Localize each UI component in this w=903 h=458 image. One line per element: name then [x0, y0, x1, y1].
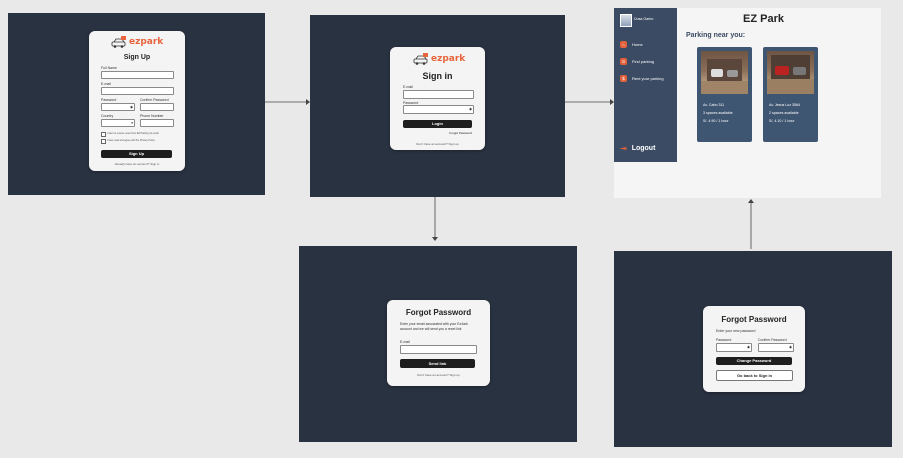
eye-icon[interactable]: ◉	[468, 107, 472, 111]
password-label: Password	[403, 101, 419, 105]
news-checkbox-label: I want to receive news from EZ Parking v…	[107, 132, 159, 135]
login-button[interactable]: Login	[403, 120, 472, 128]
arrow-reset-to-dashboard	[748, 199, 754, 249]
parking-photo	[767, 51, 814, 94]
reset-subtitle: Enter your new password	[716, 329, 756, 333]
privacy-checkbox[interactable]	[101, 139, 106, 144]
forgot-card: Forgot Password Enter your email associa…	[387, 300, 490, 386]
eye-icon[interactable]: ◉	[788, 345, 792, 349]
confirm-password-label: Confirm Password	[758, 338, 787, 342]
brand-name: ezpark	[129, 37, 164, 47]
parking-spaces: 3 spaces available	[703, 111, 733, 115]
country-label: Country	[101, 114, 114, 118]
confirm-password-label: Confirm Password	[140, 98, 169, 102]
reset-frame: Forgot Password Enter your new password …	[614, 251, 892, 447]
signup-card: ezpark Sign Up Full Name E-mail Password…	[89, 31, 185, 171]
password-label: Password	[716, 338, 732, 342]
location-pin-icon: ⊙	[620, 58, 627, 65]
page-title: Sign in	[422, 71, 453, 81]
arrow-signin-to-dashboard	[565, 99, 614, 105]
country-select[interactable]: ▾	[101, 119, 135, 127]
signin-card: ezpark Sign in E-mail Password ◉ Login F…	[390, 47, 485, 150]
back-to-signin-button[interactable]: Go back to Sign in	[716, 370, 793, 381]
sidebar-item-label: Find parking	[632, 59, 655, 64]
full-name-input[interactable]	[101, 71, 174, 79]
car-logo-icon	[413, 53, 429, 65]
parking-spaces: 2 spaces available	[769, 111, 799, 115]
section-heading: Parking near you:	[686, 32, 746, 39]
page-title: Forgot Password	[721, 315, 787, 324]
page-title: Sign Up	[123, 54, 151, 61]
chevron-down-icon: ▾	[131, 121, 133, 125]
page-title: Forgot Password	[405, 308, 472, 317]
app-title: EZ Park	[743, 13, 784, 25]
parking-price: S/. 4.90 / 1 hour	[703, 119, 729, 123]
logout-button[interactable]: ⇥ Logout	[620, 144, 655, 153]
signin-logo: ezpark	[413, 53, 465, 65]
email-input[interactable]	[400, 345, 477, 354]
arrow-signin-to-forgot	[432, 197, 438, 241]
email-label: E-mail	[101, 82, 111, 86]
parking-price: S/. 4.10 / 1 hour	[769, 119, 795, 123]
parking-address: Av. Jesus Luz 3564	[769, 103, 801, 107]
email-label: E-mail	[400, 340, 410, 344]
avatar	[620, 14, 632, 27]
phone-label: Phone Number	[140, 114, 164, 118]
privacy-checkbox-label: I have read and agree with the Privacy P…	[107, 139, 155, 142]
forgot-frame: Forgot Password Enter your email associa…	[299, 246, 577, 442]
password-input[interactable]: ◉	[403, 105, 474, 114]
eye-icon[interactable]: ◉	[129, 105, 133, 109]
signup-button[interactable]: Sign Up	[101, 150, 172, 158]
password-label: Password	[101, 98, 117, 102]
phone-input[interactable]	[140, 119, 174, 127]
signin-frame: ezpark Sign in E-mail Password ◉ Login F…	[310, 15, 565, 197]
parking-card[interactable]: Av. Jesus Luz 3564 2 spaces available S/…	[763, 47, 818, 142]
car-logo-icon	[111, 36, 127, 48]
sidebar-item-find-parking[interactable]: ⊙ Find parking	[620, 58, 654, 65]
password-input[interactable]: ◉	[101, 103, 135, 111]
sidebar-item-label: Home	[632, 42, 643, 47]
eye-icon[interactable]: ◉	[746, 345, 750, 349]
email-input[interactable]	[403, 90, 474, 99]
signup-logo: ezpark	[111, 36, 163, 48]
logout-icon: ⇥	[620, 144, 627, 153]
confirm-password-input[interactable]	[140, 103, 174, 111]
full-name-label: Full Name	[101, 66, 117, 70]
dollar-icon: $	[620, 75, 627, 82]
forgot-description: Enter your email associated with your Ez…	[400, 322, 468, 331]
sidebar-item-home[interactable]: ⌂ Home	[620, 41, 643, 48]
email-label: E-mail	[403, 85, 413, 89]
signup-link[interactable]: Don't have an account? Sign up	[417, 373, 460, 377]
confirm-password-input[interactable]: ◉	[758, 343, 794, 352]
forgot-password-link[interactable]: Forgot Password	[449, 131, 472, 135]
email-input[interactable]	[101, 87, 174, 95]
password-input[interactable]: ◉	[716, 343, 752, 352]
brand-name: ezpark	[431, 54, 466, 64]
send-link-button[interactable]: Send link	[400, 359, 475, 368]
parking-card[interactable]: Av. Cabo 311 3 spaces available S/. 4.90…	[697, 47, 752, 142]
user-name: Dusa Garbo	[634, 17, 654, 21]
parking-photo	[701, 51, 748, 94]
reset-card: Forgot Password Enter your new password …	[703, 306, 805, 392]
arrow-signup-to-signin	[265, 99, 310, 105]
signin-link[interactable]: Already have an account? Sign in	[114, 162, 160, 166]
signup-frame: ezpark Sign Up Full Name E-mail Password…	[8, 13, 265, 195]
parking-address: Av. Cabo 311	[703, 103, 725, 107]
home-icon: ⌂	[620, 41, 627, 48]
sidebar: Dusa Garbo ⌂ Home ⊙ Find parking $ Rent …	[614, 8, 677, 162]
sidebar-item-rent-parking[interactable]: $ Rent your parking	[620, 75, 664, 82]
sidebar-item-label: Rent your parking	[632, 76, 664, 81]
logout-label: Logout	[631, 145, 656, 152]
news-checkbox[interactable]	[101, 132, 106, 137]
change-password-button[interactable]: Change Password	[716, 357, 792, 365]
signup-link[interactable]: Don't have an account? Sign up	[416, 142, 459, 146]
